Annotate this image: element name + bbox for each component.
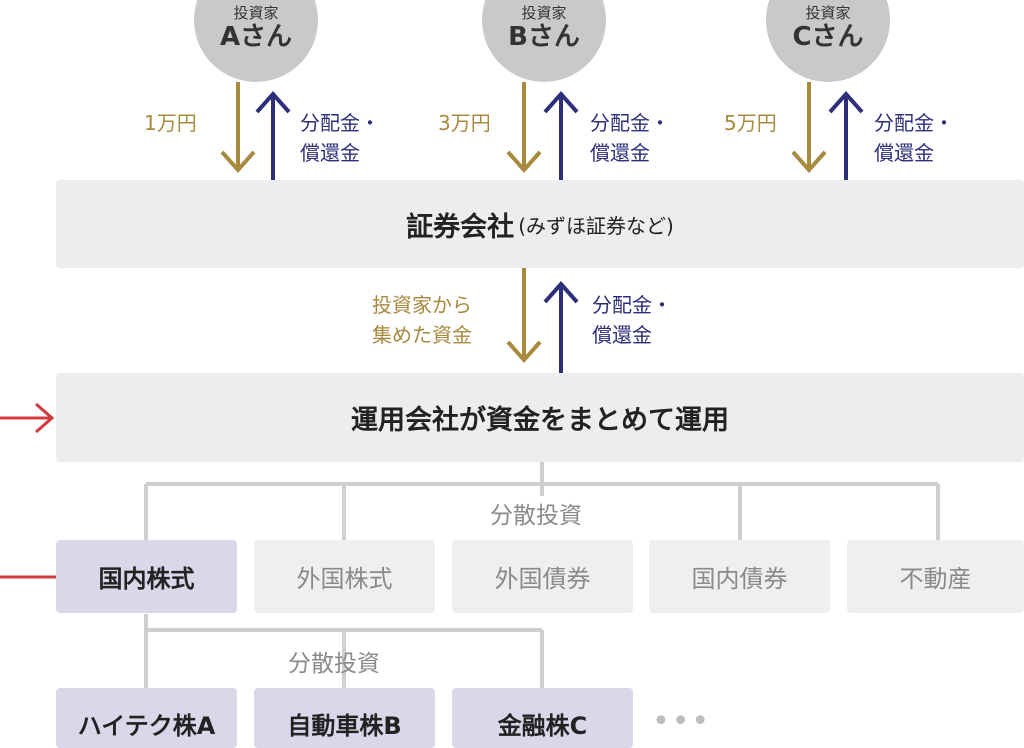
securities-company-bar: 証券会社 (みずほ証券など) <box>56 180 1024 268</box>
investor-c-name: Cさん <box>792 22 864 52</box>
investor-b-amount: 3万円 <box>438 111 491 135</box>
investor-a-role: 投資家 <box>233 4 279 22</box>
investor-c-return-label: 分配金・ 償還金 <box>874 108 954 168</box>
securities-company-example: (みずほ証券など) <box>518 213 674 238</box>
asset-class-real-estate: 不動産 <box>847 540 1024 613</box>
investor-b-arrows <box>506 82 579 180</box>
diversification-tree <box>144 462 940 688</box>
investor-b: 投資家 Bさん <box>482 0 606 82</box>
return-label-line2: 償還金 <box>592 323 652 347</box>
investor-c-arrows <box>791 82 864 180</box>
return-label-line1: 分配金・ <box>300 111 380 135</box>
securities-company-name: 証券会社 <box>406 211 515 243</box>
stock-finance-c: 金融株C <box>452 688 633 748</box>
investor-a-name: Aさん <box>219 22 293 52</box>
return-label-line1: 分配金・ <box>590 111 670 135</box>
asset-class-foreign-bonds: 外国債券 <box>452 540 633 613</box>
red-pointer-arrow <box>0 402 56 579</box>
return-label-line1: 分配金・ <box>592 293 672 317</box>
collected-funds-line1: 投資家から <box>372 293 472 317</box>
asset-class-domestic-bonds: 国内債券 <box>649 540 830 613</box>
stock-hightech-a: ハイテク株A <box>56 688 237 748</box>
sub-diversification-label: 分散投資 <box>288 651 380 677</box>
more-ellipsis: ••• <box>652 704 712 739</box>
investor-b-name: Bさん <box>508 22 580 52</box>
investor-a-arrows <box>220 82 291 180</box>
asset-class-foreign-stocks: 外国株式 <box>254 540 435 613</box>
stock-auto-b: 自動車株B <box>254 688 435 748</box>
investor-b-role: 投資家 <box>521 4 567 22</box>
diversification-label: 分散投資 <box>486 496 586 530</box>
asset-manager-bar: 運用会社が資金をまとめて運用 <box>56 373 1024 462</box>
investor-c-amount: 5万円 <box>724 111 777 135</box>
collected-funds-line2: 集めた資金 <box>372 323 472 347</box>
investor-a-return-label: 分配金・ 償還金 <box>300 108 380 168</box>
investor-a-amount: 1万円 <box>144 111 197 135</box>
investor-b-return-label: 分配金・ 償還金 <box>590 108 670 168</box>
flow-arrows <box>0 82 940 688</box>
investor-c-role: 投資家 <box>805 4 851 22</box>
return-label-line2: 償還金 <box>590 141 650 165</box>
asset-manager-text: 運用会社が資金をまとめて運用 <box>351 405 729 436</box>
middle-return-label: 分配金・ 償還金 <box>592 290 672 350</box>
securities-to-manager-arrows <box>506 268 579 373</box>
return-label-line2: 償還金 <box>300 141 360 165</box>
return-label-line1: 分配金・ <box>874 111 954 135</box>
collected-funds-label: 投資家から 集めた資金 <box>372 290 472 350</box>
asset-class-domestic-stocks: 国内株式 <box>56 540 237 613</box>
return-label-line2: 償還金 <box>874 141 934 165</box>
